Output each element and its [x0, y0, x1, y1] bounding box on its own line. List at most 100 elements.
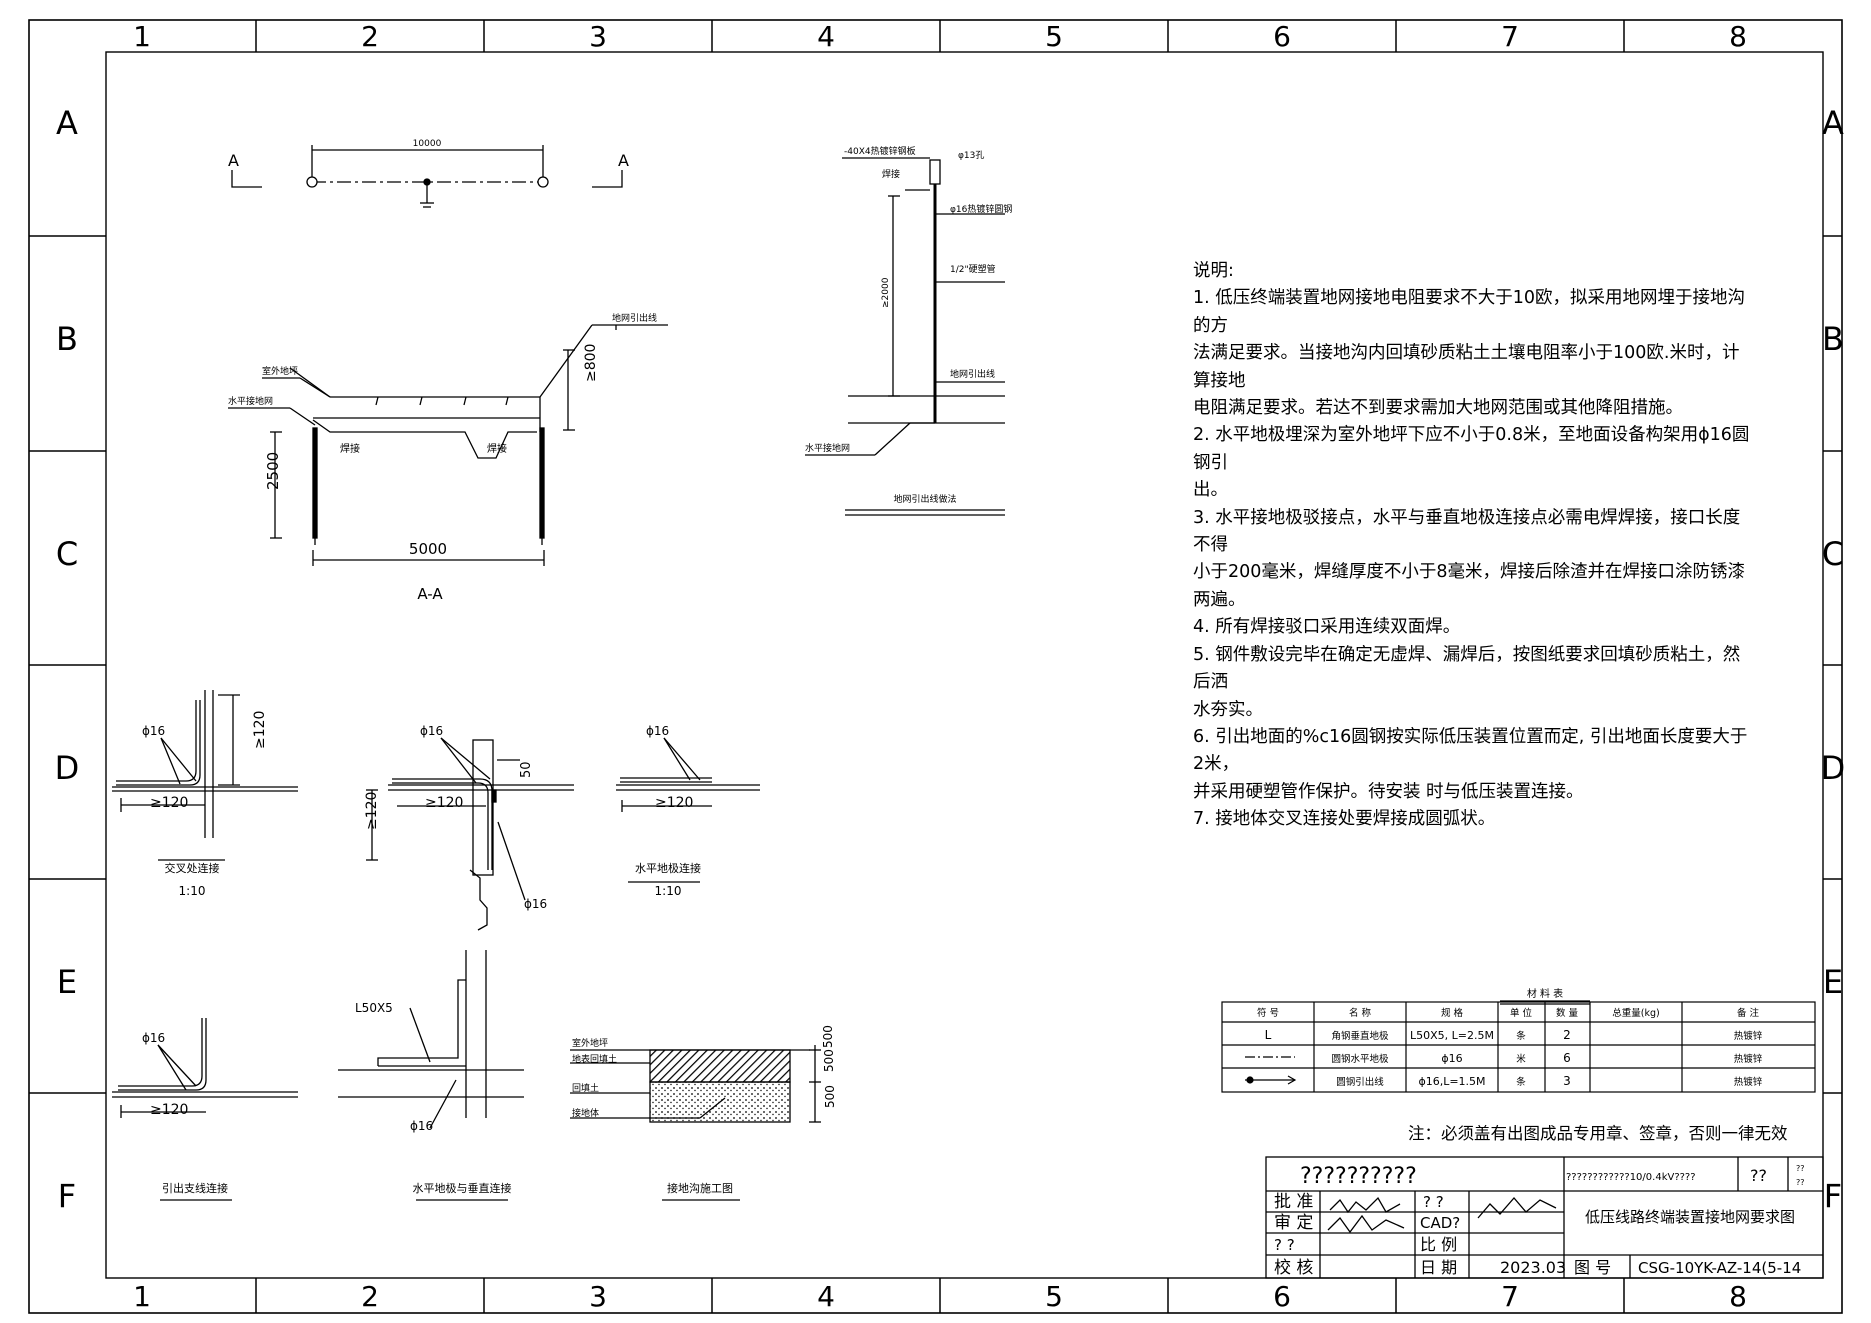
trench-dim3: 500	[823, 1085, 837, 1108]
col-label-4-bottom: 4	[817, 1280, 835, 1313]
notes-line-3: 电阻满足要求。若达不到要求需加大地网范围或其他降阻措施。	[1193, 398, 1683, 419]
tb-approve: 批 准	[1274, 1192, 1313, 1212]
plan-section-mark-left: A	[228, 151, 239, 170]
cross-scale: 1:10	[179, 884, 206, 898]
hv-title: 水平地极与垂直连接	[413, 1181, 512, 1195]
detail-trench	[570, 1045, 821, 1201]
row-label-A-right: A	[1822, 104, 1844, 142]
col-label-8-bottom: 8	[1729, 1280, 1747, 1313]
materials-row1-qty: 2	[1563, 1028, 1571, 1042]
materials-row2-remark: 热镀锌	[1734, 1053, 1763, 1065]
col-label-6-bottom: 6	[1273, 1280, 1291, 1313]
row-label-F: F	[58, 1177, 76, 1215]
notes-line-6: 3. 水平接地极驳接点，水平与垂直地极连接点必需电焊焊接，接口长度不得	[1193, 507, 1741, 556]
col-label-2-bottom: 2	[361, 1280, 379, 1313]
cross-len1: ≥120	[150, 795, 188, 811]
tb-review: 审 定	[1274, 1213, 1313, 1233]
branch-title: 引出支线连接	[162, 1181, 228, 1195]
row-label-D-right: D	[1821, 749, 1846, 787]
materials-row3-unit: 条	[1516, 1076, 1526, 1088]
plan-section-mark-right: A	[618, 151, 629, 170]
materials-table	[1221, 1001, 1816, 1093]
horiz-scale: 1:10	[655, 884, 682, 898]
stamp-note: 注：必须盖有出图成品专用章、签章，否则一律无效	[1408, 1124, 1788, 1143]
materials-row3-name: 圆钢引出线	[1336, 1076, 1384, 1088]
materials-header-symbol: 符 号	[1257, 1007, 1279, 1019]
trench-backfill-top: 地表回填土	[572, 1053, 617, 1065]
branch-len: ≥120	[150, 1102, 188, 1118]
tb-drawing-no-label: 图 号	[1574, 1258, 1611, 1277]
detail-cross	[112, 690, 298, 861]
notes-line-4: 2. 水平地极埋深为室外地坪下应不小于0.8米，至地面设备构架用ϕ16圆钢引	[1193, 425, 1750, 473]
notes-line-13: 7. 接地体交叉连接处要焊接成圆弧状。	[1193, 809, 1496, 830]
tb-company: ??????????	[1300, 1164, 1417, 1189]
materials-header-unit: 单 位	[1510, 1007, 1533, 1019]
trench-dim2: 500	[821, 1025, 835, 1048]
materials-title: 材 料 表	[1527, 987, 1563, 1000]
row-label-B-right: B	[1822, 320, 1844, 358]
trench-body: 接地体	[572, 1107, 599, 1119]
col-label-4: 4	[817, 20, 835, 53]
trench-backfill: 回填土	[572, 1082, 599, 1094]
materials-header-remark: 备 注	[1737, 1007, 1760, 1019]
aa-weld-left: 焊接	[340, 442, 360, 455]
mid-phi-top: ϕ16	[420, 724, 443, 738]
notes-line-10: 水夯实。	[1193, 699, 1263, 720]
signature-check	[1477, 1197, 1557, 1219]
row-label-C-right: C	[1822, 535, 1844, 573]
notes-line-12: 并采用硬塑管作保护。待安装 时与低压装置连接。	[1193, 781, 1584, 802]
materials-row1-spec: L50X5, L=2.5M	[1410, 1029, 1494, 1042]
tb-drawing-title: 低压线路终端装置接地网要求图	[1585, 1208, 1795, 1226]
tb-scale-label: 比 例	[1420, 1235, 1457, 1254]
tb-check: 校 核	[1274, 1258, 1313, 1278]
col-label-1-bottom: 1	[133, 1280, 151, 1313]
cross-len2: ≥120	[252, 711, 268, 749]
leadout-pipe: 1/2"硬塑管	[950, 263, 996, 275]
row-label-B: B	[56, 320, 78, 358]
materials-row1-remark: 热镀锌	[1734, 1030, 1763, 1042]
col-label-3-bottom: 3	[589, 1280, 607, 1313]
cross-phi: ϕ16	[142, 724, 165, 738]
row-label-F-right: F	[1824, 1177, 1842, 1215]
materials-header-spec: 规 格	[1441, 1007, 1464, 1019]
materials-row2-qty: 6	[1563, 1051, 1571, 1065]
tb-project: ????????????10/0.4kV????	[1566, 1172, 1696, 1183]
col-label-6: 6	[1273, 20, 1291, 53]
hv-angle: L50X5	[355, 1001, 393, 1015]
trench-ground: 室外地坪	[572, 1037, 608, 1049]
detail-horiz	[616, 737, 760, 883]
leadout-round-steel: φ16热镀锌圆钢	[950, 203, 1012, 215]
materials-header-name: 名 称	[1349, 1007, 1372, 1019]
tb-unknown: ? ?	[1274, 1236, 1295, 1254]
col-label-7-bottom: 7	[1501, 1280, 1519, 1313]
materials-row1-unit: 条	[1516, 1030, 1526, 1042]
mid-len3: 50	[519, 761, 534, 778]
hv-phi: ϕ16	[410, 1119, 433, 1133]
materials-row3-qty: 3	[1563, 1074, 1571, 1088]
mid-len2: ≥120	[364, 792, 380, 830]
leadout-detail	[805, 157, 1005, 516]
tb-drawing-no: CSG-10YK-AZ-14(5-14	[1638, 1259, 1801, 1277]
section-aa	[228, 324, 668, 566]
outer-frame	[28, 19, 1843, 1314]
mid-len1: ≥120	[425, 795, 463, 811]
signature-approve	[1327, 1196, 1405, 1234]
col-label-8: 8	[1729, 20, 1747, 53]
leadout-height: ≥2000	[881, 277, 891, 308]
aa-weld-right: 焊接	[487, 442, 507, 455]
tb-cad: CAD?	[1420, 1214, 1460, 1232]
aa-depth-label: ≥800	[583, 344, 599, 382]
row-label-E: E	[57, 963, 77, 1001]
horiz-title: 水平地极连接	[635, 861, 701, 875]
plan-length-label: 10000	[413, 139, 442, 149]
row-label-C: C	[56, 535, 78, 573]
detail-mid	[366, 737, 574, 931]
cross-title: 交叉处连接	[165, 861, 220, 875]
aa-horizontal-grid: 水平接地网	[228, 395, 273, 407]
notes-line-9: 5. 钢件敷设完毕在确定无虚焊、漏焊后，按图纸要求回填砂质粘土，然后洒	[1193, 644, 1741, 693]
tb-date-label: 日 期	[1420, 1258, 1457, 1277]
leadout-hole: φ13孔	[958, 150, 984, 161]
branch-phi: ϕ16	[142, 1031, 165, 1045]
notes-line-2: 法满足要求。当接地沟内回填砂质粘土土壤电阻率小于100欧.米时，计算接地	[1193, 343, 1740, 391]
col-label-5-bottom: 5	[1045, 1280, 1063, 1313]
